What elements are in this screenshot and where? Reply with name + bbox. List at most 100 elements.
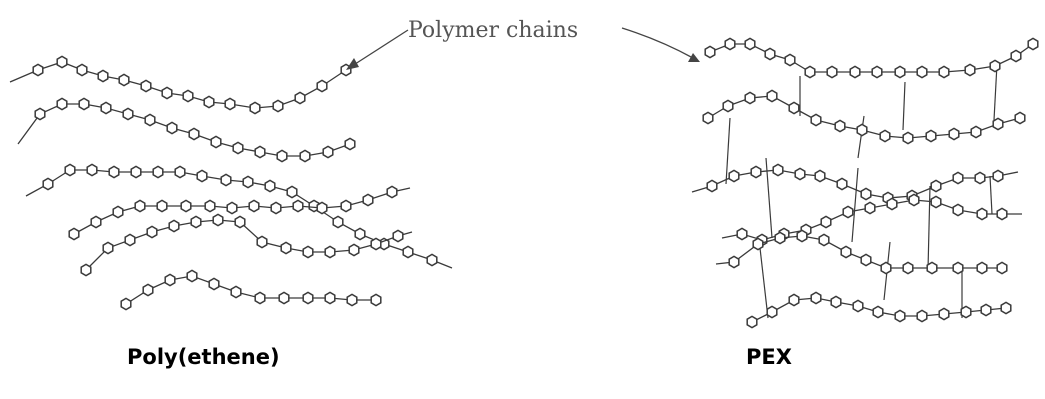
monomer-unit	[281, 242, 291, 253]
monomer-unit	[131, 166, 141, 177]
monomer-unit	[243, 176, 253, 187]
monomer-unit	[837, 178, 847, 189]
monomer-unit	[880, 130, 890, 141]
poly-ethene-chain-5	[81, 214, 412, 275]
pex-chain-4	[722, 194, 1022, 245]
crosslink	[852, 168, 858, 242]
monomer-unit	[33, 64, 43, 75]
monomer-unit	[325, 246, 335, 257]
pex-chain-6	[747, 292, 1011, 327]
chain-backbone	[126, 276, 376, 304]
monomer-unit	[103, 242, 113, 253]
monomer-unit	[977, 208, 987, 219]
monomer-unit	[767, 90, 777, 101]
monomer-unit	[153, 166, 163, 177]
monomer-unit	[427, 254, 437, 265]
monomer-unit	[121, 298, 131, 309]
crosslink	[990, 176, 992, 214]
monomer-unit	[737, 228, 747, 239]
monomer-unit	[789, 102, 799, 113]
monomer-unit	[65, 164, 75, 175]
monomer-unit	[43, 178, 53, 189]
monomer-unit	[881, 262, 891, 273]
monomer-unit	[98, 70, 108, 81]
pex-chain-1	[705, 38, 1038, 77]
monomer-unit	[1001, 302, 1011, 313]
monomer-unit	[872, 66, 882, 77]
monomer-unit	[57, 98, 67, 109]
monomer-unit	[345, 138, 355, 149]
monomer-unit	[197, 170, 207, 181]
monomer-unit	[997, 208, 1007, 219]
monomer-unit	[165, 274, 175, 285]
monomer-unit	[747, 316, 757, 327]
monomer-unit	[355, 228, 365, 239]
monomer-unit	[903, 132, 913, 143]
monomer-unit	[119, 74, 129, 85]
monomer-unit	[191, 216, 201, 227]
monomer-unit	[57, 56, 67, 67]
monomer-unit	[895, 310, 905, 321]
monomer-unit	[835, 120, 845, 131]
crosslink	[928, 186, 930, 270]
monomer-unit	[271, 202, 281, 213]
chain-backbone	[710, 44, 1033, 72]
monomer-unit	[707, 180, 717, 191]
monomer-unit	[997, 262, 1007, 273]
monomer-unit	[797, 230, 807, 241]
crosslink	[760, 248, 768, 318]
monomer-unit	[841, 246, 851, 257]
monomer-unit	[725, 38, 735, 49]
chain-backbone	[692, 170, 1018, 198]
monomer-unit	[931, 180, 941, 191]
monomer-unit	[125, 234, 135, 245]
monomer-unit	[853, 300, 863, 311]
monomer-unit	[767, 306, 777, 317]
monomer-unit	[233, 142, 243, 153]
monomer-unit	[255, 292, 265, 303]
monomer-unit	[293, 200, 303, 211]
crosslink	[994, 64, 997, 120]
monomer-unit	[87, 164, 97, 175]
monomer-unit	[141, 80, 151, 91]
monomer-unit	[347, 294, 357, 305]
monomer-unit	[857, 124, 867, 135]
crosslink	[858, 116, 864, 158]
monomer-unit	[333, 216, 343, 227]
monomer-unit	[91, 216, 101, 227]
monomer-unit	[729, 256, 739, 267]
monomer-unit	[295, 92, 305, 103]
monomer-unit	[167, 122, 177, 133]
monomer-unit	[765, 48, 775, 59]
monomer-unit	[183, 90, 193, 101]
monomer-unit	[865, 202, 875, 213]
monomer-unit	[169, 220, 179, 231]
monomer-unit	[101, 102, 111, 113]
monomer-unit	[255, 146, 265, 157]
monomer-unit	[189, 128, 199, 139]
monomer-unit	[175, 166, 185, 177]
monomer-unit	[927, 262, 937, 273]
monomer-unit	[887, 198, 897, 209]
arrow-head-right	[688, 53, 700, 62]
polymer-chains-label: Polymer chains	[408, 18, 578, 43]
monomer-unit	[371, 238, 381, 249]
monomer-unit	[147, 226, 157, 237]
monomer-unit	[961, 306, 971, 317]
arrow-to-right-chain	[622, 28, 693, 58]
monomer-unit	[895, 66, 905, 77]
monomer-unit	[387, 186, 397, 197]
monomer-unit	[931, 196, 941, 207]
monomer-unit	[815, 170, 825, 181]
monomer-unit	[993, 170, 1003, 181]
monomer-unit	[209, 278, 219, 289]
monomer-unit	[221, 174, 231, 185]
monomer-unit	[917, 310, 927, 321]
monomer-unit	[753, 238, 763, 249]
monomer-unit	[211, 136, 221, 147]
monomer-unit	[204, 96, 214, 107]
arrow-head-left	[346, 58, 359, 70]
monomer-unit	[187, 270, 197, 281]
monomer-unit	[843, 206, 853, 217]
monomer-unit	[1011, 50, 1021, 61]
